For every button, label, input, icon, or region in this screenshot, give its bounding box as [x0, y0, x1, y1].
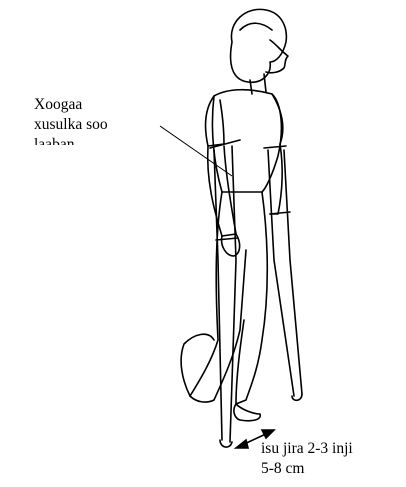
elbow-note: Xoogaa xusulka soo laaban	[34, 95, 108, 145]
elbow-pointer-line	[160, 126, 232, 176]
distance-note: isu jira 2-3 inji 5-8 cm	[261, 439, 353, 479]
far-leg	[236, 192, 267, 404]
elbow-note-line-2: xusulka soo	[34, 115, 108, 135]
distance-note-line-2: 5-8 cm	[261, 459, 353, 479]
shoe	[234, 404, 260, 421]
torso	[212, 90, 281, 192]
elbow-note-line-1: Xoogaa	[34, 95, 108, 115]
elbow-note-line-3: laaban	[34, 135, 108, 145]
far-crutch	[264, 146, 302, 396]
distance-note-line-1: isu jira 2-3 inji	[261, 439, 353, 459]
